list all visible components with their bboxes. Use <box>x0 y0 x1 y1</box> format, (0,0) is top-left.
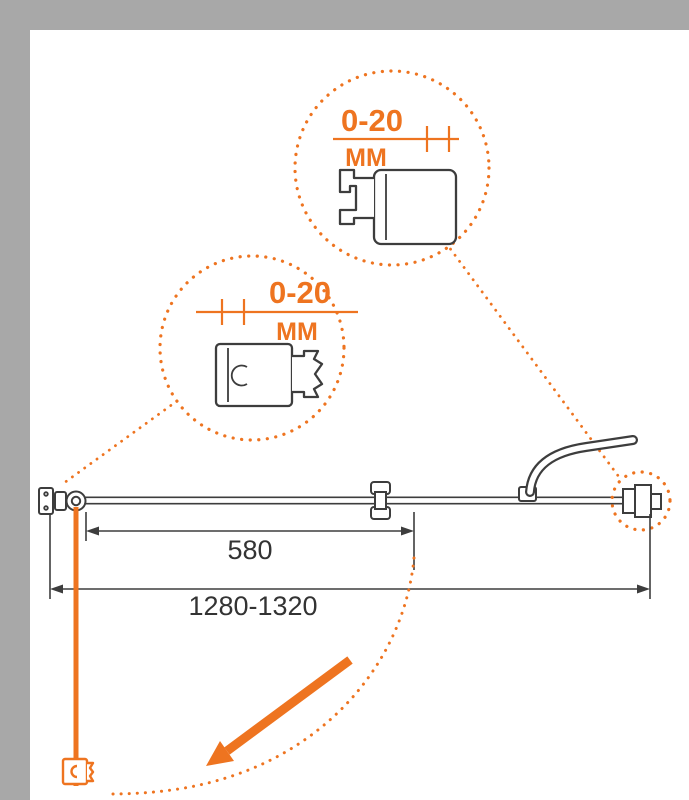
wall-profile-clamp <box>338 168 374 226</box>
detail-circle-top: 0-20 ММ <box>293 69 491 267</box>
hinge-axis <box>70 495 82 507</box>
page-margin-left <box>0 0 30 800</box>
dimension-total-width: 1280-1320 <box>49 514 651 621</box>
detail-marker-circle <box>610 470 672 532</box>
open-door-profile-hook <box>87 761 95 783</box>
open-door-profile-section <box>61 757 95 786</box>
right-profile-plate <box>622 488 636 514</box>
plan-view <box>38 435 672 532</box>
leader-line-top-detail <box>444 241 621 479</box>
towel-bar <box>518 435 638 502</box>
arrow-left-icon <box>50 584 63 594</box>
door-swing <box>61 507 416 796</box>
swing-arrow-shaft <box>224 656 353 755</box>
open-door-screw-channel <box>70 764 78 779</box>
leader-line-bottom-detail <box>62 399 179 485</box>
arrow-right-icon <box>637 584 650 594</box>
gap-dimension-bottom: 0-20 ММ <box>196 275 358 346</box>
right-profile-stub <box>650 493 662 510</box>
gap-unit-bottom: ММ <box>276 318 318 346</box>
gap-value-top: 0-20 <box>341 103 403 138</box>
detail-bubble-outline <box>293 69 491 267</box>
pivot-hinge <box>65 490 87 512</box>
dimension-value: 1280-1320 <box>188 591 317 621</box>
center-holder-knob <box>370 481 391 520</box>
door-profile-hook <box>292 349 324 399</box>
wall-profile-section <box>338 168 458 246</box>
bracket-plate <box>38 487 54 515</box>
left-wall-bracket <box>38 487 67 515</box>
dimension-door-width: 580 <box>85 512 415 570</box>
leader-lines <box>62 241 621 485</box>
drawing-paper <box>30 30 689 800</box>
page-margin-top <box>0 0 689 30</box>
arrow-right-icon <box>401 526 414 536</box>
bracket-arm <box>54 491 67 511</box>
swing-arrow-head-icon <box>206 741 234 766</box>
detail-bubble-outline <box>158 254 346 442</box>
gap-dimension-top: 0-20 ММ <box>333 103 459 172</box>
door-profile-section <box>214 342 324 408</box>
right-profile-body <box>634 484 652 518</box>
screw-channel <box>230 364 248 387</box>
screw-icon <box>43 505 49 511</box>
gap-unit-top: ММ <box>345 144 387 172</box>
screw-icon <box>43 491 49 497</box>
dimension-value: 580 <box>227 535 272 565</box>
right-wall-profile <box>622 484 662 518</box>
knob-hub <box>374 491 387 510</box>
arrow-left-icon <box>86 526 99 536</box>
detail-circle-bottom: 0-20 ММ <box>158 254 358 442</box>
gap-value-bottom: 0-20 <box>269 275 331 310</box>
towel-bar-tube-fill <box>527 437 636 495</box>
